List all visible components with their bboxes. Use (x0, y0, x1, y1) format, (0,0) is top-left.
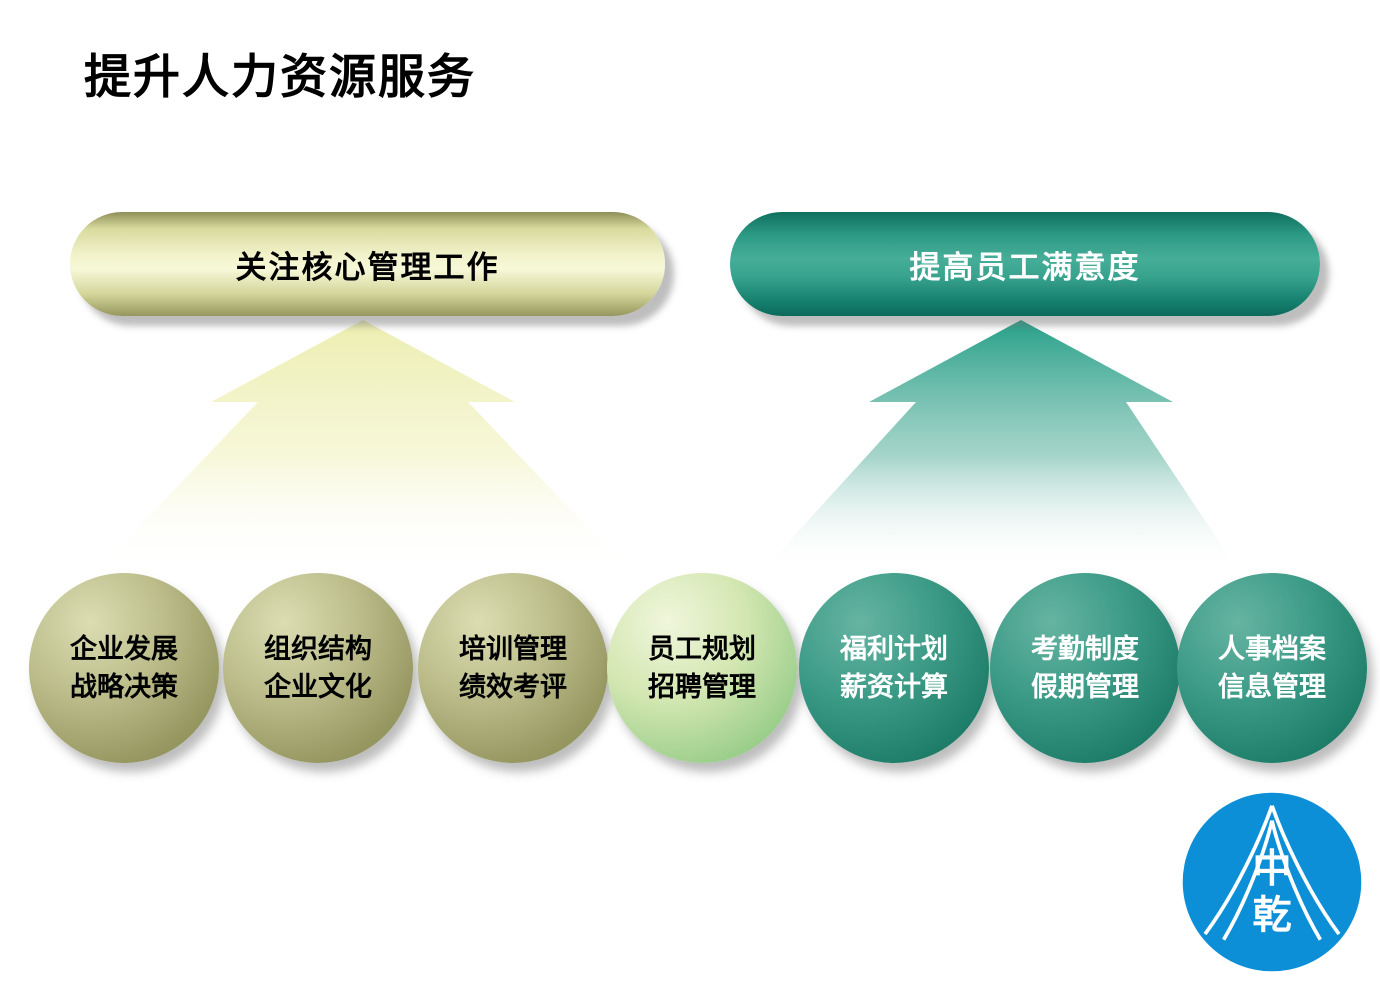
circle-line: 薪资计算 (840, 672, 948, 702)
circle-line: 企业文化 (264, 672, 372, 702)
circle-line: 招聘管理 (648, 672, 756, 702)
logo-char-1: 中 (1252, 848, 1291, 891)
circle-benefits-payroll: 福利计划 薪资计算 (799, 573, 989, 763)
right-up-arrow (763, 320, 1238, 570)
pill-core-management-label: 关注核心管理工作 (235, 249, 500, 285)
circle-staff-planning-recruiting: 员工规划 招聘管理 (607, 573, 797, 763)
circle-line: 培训管理 (459, 634, 567, 664)
circle-line: 组织结构 (264, 634, 372, 664)
circle-line: 员工规划 (648, 634, 756, 664)
circle-line: 绩效考评 (459, 672, 567, 702)
circle-line: 假期管理 (1031, 672, 1139, 702)
company-logo: 中 乾 (1182, 792, 1362, 972)
circle-training-performance: 培训管理 绩效考评 (418, 573, 608, 763)
logo-emblem-icon (1203, 805, 1341, 941)
circle-line: 人事档案 (1218, 634, 1326, 664)
circle-org-structure-culture: 组织结构 企业文化 (223, 573, 413, 763)
pill-employee-satisfaction-label: 提高员工满意度 (909, 249, 1141, 285)
pill-employee-satisfaction: 提高员工满意度 (730, 212, 1320, 316)
circle-line: 企业发展 (70, 634, 178, 664)
circle-attendance-leave: 考勤制度 假期管理 (990, 573, 1180, 763)
circle-enterprise-development-strategy: 企业发展 战略决策 (29, 573, 219, 763)
logo-char-2: 乾 (1252, 895, 1291, 938)
left-up-arrow (98, 320, 628, 570)
circle-personnel-files-info: 人事档案 信息管理 (1177, 573, 1367, 763)
circle-line: 战略决策 (70, 672, 178, 702)
pill-core-management-work: 关注核心管理工作 (70, 212, 665, 316)
circle-line: 福利计划 (840, 634, 948, 664)
logo-circle (1182, 792, 1362, 972)
circle-line: 考勤制度 (1031, 634, 1139, 664)
page-title: 提升人力资源服务 (84, 50, 476, 103)
circle-line: 信息管理 (1218, 672, 1326, 702)
